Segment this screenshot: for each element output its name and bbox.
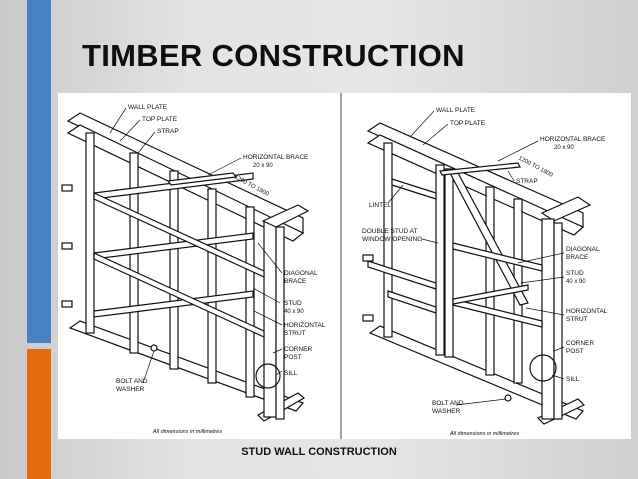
left-sill	[68, 320, 305, 412]
right-stud	[444, 168, 454, 358]
left-strut	[93, 192, 265, 278]
left-strut	[93, 290, 254, 318]
left-figure	[61, 107, 310, 422]
left-label-top-plate: TOP PLATE	[142, 116, 178, 123]
right-label-sill: SILL	[566, 376, 580, 383]
right-stud	[435, 164, 445, 356]
right-stud	[485, 186, 495, 376]
right-labels: WALL PLATE TOP PLATE HORIZONTAL BRACE 20…	[362, 107, 608, 437]
left-label-diagonal-brace-2: BRACE	[284, 278, 307, 285]
right-stub	[362, 314, 374, 322]
right-horizontal-brace	[439, 162, 521, 176]
left-label-bolt-2: WASHER	[116, 386, 145, 393]
accent-bar-blue	[27, 0, 51, 343]
right-label-corner-post-1: CORNER	[566, 340, 594, 347]
right-stub	[362, 254, 374, 262]
accent-bar-orange	[27, 349, 51, 479]
left-label-sill: SILL	[284, 370, 298, 377]
drawing-svg: WALL PLATE TOP PLATE STRAP HORIZONTAL BR…	[61, 93, 608, 439]
right-label-lintel: LINTEL	[369, 202, 391, 209]
right-return-plate	[540, 196, 592, 222]
right-label-double-stud-1: DOUBLE STUD AT	[362, 228, 418, 235]
left-label-bolt-1: BOLT AND	[116, 378, 148, 385]
right-bolt	[504, 394, 512, 402]
right-label-diagonal-brace-2: BRACE	[566, 254, 589, 261]
right-lintel	[391, 178, 437, 200]
left-label-stud-1: STUD	[284, 300, 302, 307]
left-bolt	[150, 344, 158, 352]
left-strut	[93, 252, 265, 338]
left-stub	[61, 184, 73, 192]
right-label-dimensions: All dimensions in millimetres	[449, 431, 519, 437]
left-label-dimensions: All dimensions in millimetres	[152, 429, 222, 435]
left-label-corner-post-2: POST	[284, 354, 302, 361]
right-label-strap: STRAP	[516, 178, 538, 185]
left-corner-post-side	[275, 226, 285, 420]
stud-wall-drawing: WALL PLATE TOP PLATE STRAP HORIZONTAL BR…	[58, 93, 631, 439]
left-labels: WALL PLATE TOP PLATE STRAP HORIZONTAL BR…	[116, 104, 326, 435]
right-bolt-detail-circle	[529, 354, 557, 382]
left-label-stud-2: 40 x 90	[284, 309, 304, 315]
right-label-corner-post-2: POST	[566, 348, 584, 355]
figure-caption: STUD WALL CONSTRUCTION	[241, 446, 397, 458]
right-label-horizontal-brace: HORIZONTAL BRACE	[540, 136, 606, 143]
left-label-strut-2: STRUT	[284, 330, 306, 337]
left-label-diagonal-brace-1: DIAGONAL	[284, 270, 318, 277]
right-label-wall-plate: WALL PLATE	[436, 107, 476, 114]
right-strut	[452, 242, 543, 272]
right-corner-post-side	[553, 222, 563, 420]
left-label-wall-plate: WALL PLATE	[128, 104, 168, 111]
slide-title: TIMBER CONSTRUCTION	[82, 38, 465, 73]
right-label-double-stud-2: WINDOW OPENING	[362, 236, 422, 243]
left-bolt-detail-circle	[255, 363, 281, 389]
left-stub	[61, 242, 73, 250]
right-stud	[383, 142, 393, 338]
right-strut	[387, 290, 437, 314]
right-label-stud-2: 40 x 90	[566, 279, 586, 285]
right-label-stud-1: STUD	[566, 270, 584, 277]
right-strut	[452, 284, 529, 305]
left-label-horizontal-brace: HORIZONTAL BRACE	[243, 154, 309, 161]
left-stud	[169, 170, 179, 370]
left-label-brace-size: 20 x 90	[253, 163, 273, 169]
left-stud	[207, 188, 217, 384]
left-stud	[85, 132, 95, 334]
right-label-strut-1: HORIZONTAL	[566, 308, 608, 315]
right-figure	[362, 110, 592, 425]
right-label-strut-2: STRUT	[566, 316, 588, 323]
left-label-strut-1: HORIZONTAL	[284, 322, 326, 329]
right-label-brace-length: 1200 TO 1800	[517, 155, 554, 179]
right-label-bolt-1: BOLT AND	[432, 400, 464, 407]
left-return-plate	[261, 204, 310, 228]
right-top-plate	[366, 134, 585, 236]
right-corner-post	[541, 218, 555, 420]
right-sill	[368, 325, 585, 420]
left-stub	[61, 300, 73, 308]
right-window-strut	[367, 260, 437, 290]
right-label-bolt-2: WASHER	[432, 408, 461, 415]
left-label-strap: STRAP	[157, 128, 179, 135]
left-wall-plate	[66, 112, 304, 234]
right-label-diagonal-brace-1: DIAGONAL	[566, 246, 600, 253]
left-stud	[245, 206, 255, 398]
left-horizontal-brace	[166, 172, 238, 186]
right-label-top-plate: TOP PLATE	[450, 120, 486, 127]
right-label-brace-size: 20 x 90	[554, 145, 574, 151]
left-label-corner-post-1: CORNER	[284, 346, 312, 353]
